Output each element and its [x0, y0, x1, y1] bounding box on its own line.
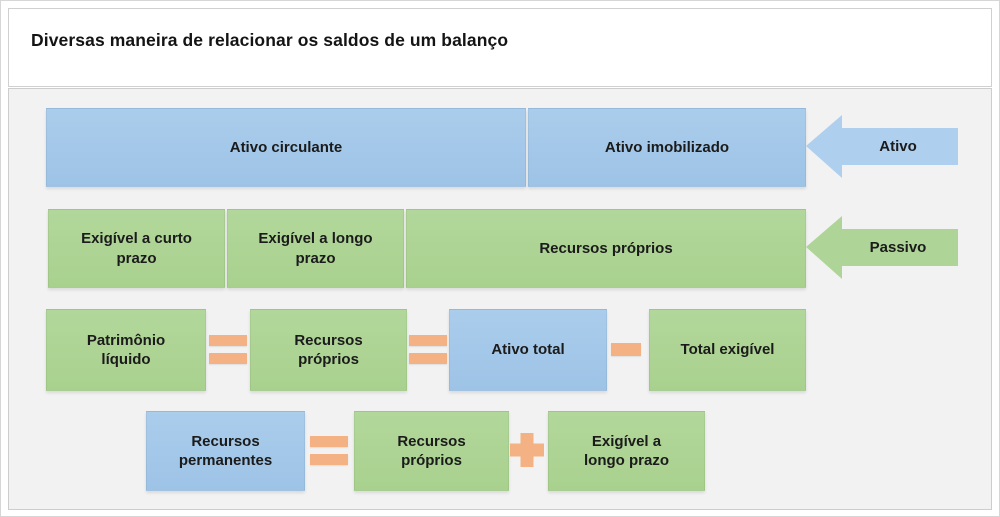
segment-label: Ativo circulante	[229, 138, 343, 156]
term-label: Exigível a longo prazo	[584, 432, 669, 470]
segment-label: Exigível a curto prazo	[81, 230, 192, 267]
liabilities-segment-longo-prazo: Exigível a longo prazo	[227, 209, 404, 288]
term-total-exigivel: Total exigível	[649, 309, 806, 391]
assets-bar-row: Ativo circulante Ativo imobilizado Ativo	[9, 108, 991, 187]
equals-bar	[310, 453, 348, 465]
left-block-arrow-icon	[806, 216, 958, 279]
diagram-panel: Ativo circulante Ativo imobilizado Ativo…	[8, 88, 992, 510]
equation-net-worth-row: Patrimônio líquido Recursos próprios Ati…	[9, 309, 991, 391]
term-ativo-total: Ativo total	[449, 309, 607, 391]
arrow-label: Ativo	[879, 138, 917, 155]
plus-shape	[510, 433, 544, 467]
term-exigivel-longo-prazo: Exigível a longo prazo	[548, 411, 705, 491]
segment-label: Exigível a longo prazo	[258, 230, 373, 267]
assets-segment-imobilizado: Ativo imobilizado	[528, 108, 806, 187]
passivo-arrow: Passivo	[806, 209, 958, 286]
equals-operator	[209, 309, 247, 389]
equals-operator	[310, 411, 348, 489]
term-label: Recursos próprios	[397, 432, 466, 470]
segment-label: Recursos próprios	[539, 239, 673, 257]
term-label: Recursos permanentes	[178, 432, 273, 470]
liabilities-segment-curto-prazo: Exigível a curto prazo	[48, 209, 225, 288]
minus-bar	[611, 342, 641, 356]
term-patrimonio-liquido: Patrimônio líquido	[46, 309, 206, 391]
left-block-arrow-icon	[806, 115, 958, 178]
assets-segment-circulante: Ativo circulante	[46, 108, 526, 187]
equals-bar	[310, 435, 348, 447]
term-label: Total exigível	[680, 341, 775, 359]
term-recursos-proprios-2: Recursos próprios	[354, 411, 509, 491]
equals-bar	[409, 334, 447, 346]
equals-bar	[209, 334, 247, 346]
equals-bar	[409, 352, 447, 364]
ativo-arrow: Ativo	[806, 108, 958, 185]
equals-operator	[409, 309, 447, 389]
liabilities-segment-recursos-proprios: Recursos próprios	[406, 209, 806, 288]
term-label: Recursos próprios	[294, 331, 363, 369]
plus-operator	[510, 411, 544, 489]
liabilities-bar-row: Exigível a curto prazo Exigível a longo …	[9, 209, 991, 288]
minus-operator	[611, 309, 641, 389]
segment-label: Ativo imobilizado	[604, 138, 730, 156]
term-label: Ativo total	[491, 341, 565, 359]
term-recursos-proprios: Recursos próprios	[250, 309, 407, 391]
term-label: Patrimônio líquido	[86, 331, 166, 369]
diagram-title: Diversas maneira de relacionar os saldos…	[31, 30, 509, 50]
title-box: Diversas maneira de relacionar os saldos…	[8, 8, 992, 87]
equation-permanent-resources-row: Recursos permanentes Recursos próprios E…	[9, 411, 991, 491]
arrow-label: Passivo	[869, 239, 927, 256]
equals-bar	[209, 352, 247, 364]
term-recursos-permanentes: Recursos permanentes	[146, 411, 305, 491]
